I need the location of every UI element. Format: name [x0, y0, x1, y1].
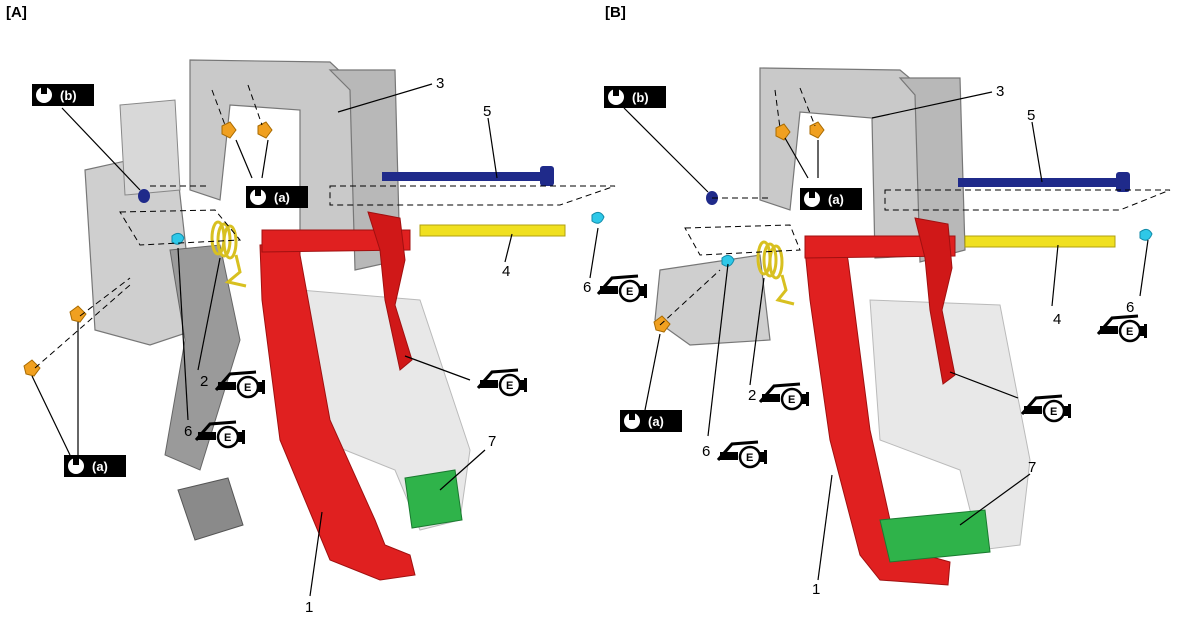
svg-text:E: E — [224, 432, 231, 444]
tool-b-label-b: (b) — [632, 90, 649, 105]
pedal-part-1-a — [259, 241, 416, 581]
clip-6-right-a — [591, 211, 605, 224]
tool-b-label-a: (b) — [60, 88, 77, 103]
grease-icon: E — [1096, 314, 1149, 343]
pedal-lever-b — [914, 217, 956, 385]
grease-icon: E — [596, 274, 649, 303]
svg-text:E: E — [244, 382, 251, 394]
spring-2-a — [210, 220, 247, 288]
panel-a: 3 5 4 6 2 6 7 1 (b) (a) (a) E E E E — [23, 59, 649, 616]
nut-a-top1 — [221, 121, 237, 139]
clip-6-left-b — [721, 254, 735, 267]
pedal-pad-7-a — [404, 469, 463, 529]
callout-6-left-b: 6 — [702, 443, 710, 460]
tool-a2-label-a: (a) — [92, 459, 108, 474]
svg-text:E: E — [506, 380, 513, 392]
nut-b-top1 — [775, 123, 791, 141]
clip-6-left-a — [171, 232, 185, 245]
callout-2-b: 2 — [748, 387, 756, 404]
pedal-boss-a — [261, 229, 411, 253]
panel-b: 3 5 4 6 2 6 7 1 (b) (a) (a) E E E E — [604, 67, 1171, 598]
svg-text:E: E — [788, 394, 795, 406]
pedal-boss-b — [804, 235, 956, 259]
bolt-5-b — [958, 178, 1118, 187]
nut-a-left1 — [69, 305, 87, 323]
spring-2-b — [756, 240, 795, 306]
nut-b-top2 — [809, 121, 825, 139]
pedal-lever-a — [367, 211, 413, 371]
callout-6-right-a: 6 — [583, 279, 591, 296]
nut-a-top2 — [257, 121, 273, 139]
grease-icon: E — [758, 382, 811, 411]
grease-icon: E — [716, 440, 769, 469]
callout-5-a: 5 — [483, 103, 491, 120]
svg-text:E: E — [626, 286, 633, 298]
wrench-icon: (a) — [64, 455, 126, 477]
svg-text:E: E — [746, 452, 753, 464]
callout-3-a: 3 — [436, 75, 444, 92]
svg-text:E: E — [1050, 406, 1057, 418]
callout-5-b: 5 — [1027, 107, 1035, 124]
wrench-icon: (b) — [32, 84, 94, 106]
grease-icon: E — [194, 420, 247, 449]
callout-6-left-a: 6 — [184, 423, 192, 440]
callout-7-b: 7 — [1028, 459, 1036, 476]
svg-text:E: E — [1126, 326, 1133, 338]
callout-4-a: 4 — [502, 263, 510, 280]
grease-icon: E — [214, 370, 267, 399]
tool-a1-label-a: (a) — [274, 190, 290, 205]
tool-a2-label-b: (a) — [648, 414, 664, 429]
shaft-4-a — [419, 224, 566, 237]
brake-pedal-pad-a — [177, 477, 244, 541]
mount-plate-b — [654, 254, 771, 346]
callout-4-b: 4 — [1053, 311, 1061, 328]
booster-mount-a — [119, 99, 181, 196]
callout-1-a: 1 — [305, 599, 313, 616]
wrench-icon: (a) — [800, 188, 862, 210]
bolt-b-a — [138, 189, 150, 203]
transparent-bracket-b — [869, 299, 1031, 551]
wrench-icon: (a) — [246, 186, 308, 208]
callout-7-a: 7 — [488, 433, 496, 450]
callout-3-b: 3 — [996, 83, 1004, 100]
panel-label-b: [B] — [605, 4, 626, 21]
shaft-4-b — [964, 235, 1116, 248]
panel-label-a: [A] — [6, 4, 27, 21]
grease-icon: E — [476, 368, 529, 397]
pedal-part-1-b — [804, 246, 951, 586]
callout-2-a: 2 — [200, 373, 208, 390]
clip-6-right-b — [1139, 228, 1153, 241]
nut-b-left — [653, 315, 671, 333]
pedal-pad-7-b — [879, 509, 991, 563]
grease-icon: E — [1020, 394, 1073, 423]
tool-a1-label-b: (a) — [828, 192, 844, 207]
pedal-bracket-b — [759, 67, 936, 259]
nut-a-left2 — [23, 359, 41, 377]
bolt-5-a — [382, 172, 542, 181]
brake-pedal-arm-a — [164, 244, 241, 471]
callout-6-right-b: 6 — [1126, 299, 1134, 316]
wrench-icon: (b) — [604, 86, 666, 108]
callout-1-b: 1 — [812, 581, 820, 598]
wrench-icon: (a) — [620, 410, 682, 432]
